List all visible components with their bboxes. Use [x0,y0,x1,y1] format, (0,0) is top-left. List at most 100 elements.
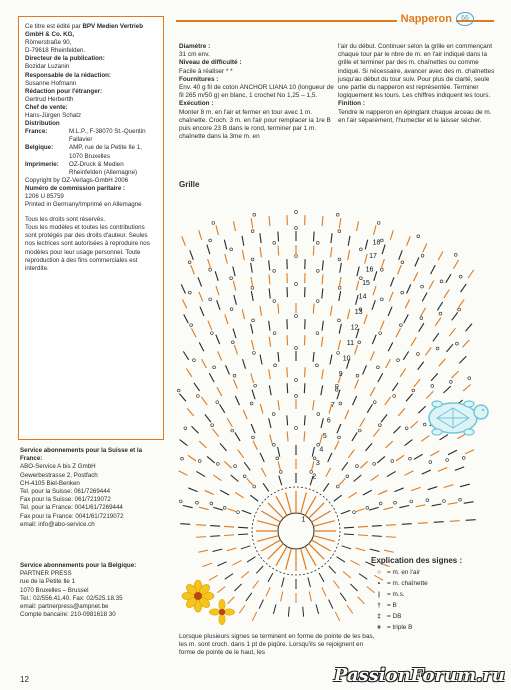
chart-stitch [350,583,358,592]
chart-stitch [393,425,401,434]
imprint-intro: Ce titre est édité par [25,23,81,30]
chart-stitch [357,534,368,537]
chart-stitch [242,358,247,369]
chart-stitch [246,478,254,487]
chart-chain [420,253,425,258]
chart-stitch [215,285,220,296]
chart-chain [454,253,458,257]
chart-stitch [451,370,459,379]
chart-stitch [372,225,377,236]
chart-stitch [338,291,342,302]
chart-stitch [217,351,223,361]
chart-stitch [224,253,228,264]
imprint-commission-number: 1206 U 85759 [25,192,64,200]
round-number: 12 [351,325,359,332]
chart-stitch [345,358,350,369]
chart-chain [337,229,342,233]
chart-chain [337,286,342,290]
imprint-rights-2: Tous les modèles et toutes les contribut… [25,224,150,272]
chart-stitch [343,533,354,536]
chart-stitch [447,501,458,505]
round-number: 10 [343,356,351,363]
chart-stitch [354,508,365,513]
chart-stitch [439,434,449,441]
round-number: 17 [369,253,377,260]
chart-chain [294,394,298,398]
chart-stitch [241,249,245,260]
chart-stitch [179,439,188,447]
chart-stitch [453,259,460,269]
chart-chain [430,384,434,388]
chart-stitch [275,546,288,566]
chart-stitch [336,423,342,434]
service-ch-line: Gewerbestrasse 2, Postfach [20,471,98,479]
chart-stitch [430,265,436,275]
chart-stitch [242,409,248,420]
chart-stitch [232,221,236,232]
chart-stitch [308,543,325,560]
chart-stitch [287,606,290,617]
chart-stitch [374,574,384,581]
round-number: 14 [359,294,367,301]
chart-chain [355,374,360,378]
chart-chain [188,290,192,295]
chart-chain [380,297,384,302]
chart-stitch [465,323,473,332]
chart-stitch [198,291,204,302]
chart-chain [376,365,380,370]
chart-stitch [406,284,412,294]
chart-stitch [250,262,253,273]
chart-stitch [350,559,360,566]
chart-stitch [437,250,444,261]
chart-chain [378,331,382,335]
chart-stitch [255,565,264,574]
chart-stitch [308,591,312,602]
chart-stitch [428,280,435,290]
chart-stitch [199,306,205,317]
chart-chain [249,401,254,406]
chart-stitch [357,525,368,528]
diameter-value: 31 cm env. [179,51,210,59]
chart-stitch [312,231,315,242]
imprint-red-name: Susanne Hofmann [25,79,77,87]
chart-stitch [259,403,264,414]
chart-stitch [210,535,221,537]
chart-chain [253,383,257,388]
chart-chain [236,510,240,514]
chart-chain [316,412,320,416]
chart-stitch [259,354,263,365]
chart-chain [404,426,409,430]
chart-stitch [286,431,289,442]
service-ch-line: Fax pour la Suisse: 061/7219072 [20,496,111,504]
round-number: 6 [327,418,331,425]
chart-stitch [268,369,271,380]
service-be-line: PARTNER PRESS [20,570,72,578]
chart-stitch [443,484,454,489]
round-number: 13 [355,309,363,316]
note-text: Lorsque plusieurs signes se terminent en… [179,633,375,657]
chart-stitch [410,337,417,347]
chart-chain [358,428,362,433]
chart-stitch [207,320,213,331]
chart-chain [359,247,363,252]
chart-stitch [190,328,197,338]
chart-center-ring [277,512,315,550]
chart-stitch [240,545,251,550]
chart-stitch [373,271,378,281]
chart-stitch [446,343,454,353]
chart-stitch [196,536,207,538]
chart-stitch [198,440,207,449]
chart-stitch [320,336,324,347]
chart-stitch [189,250,194,260]
chart-stitch [348,491,358,499]
chart-stitch [302,606,305,617]
execution-label: Exécution : [179,100,214,108]
chart-stitch [385,524,396,526]
chart-stitch [451,311,459,321]
chart-stitch [241,570,250,579]
chart-chain [272,331,277,335]
chart-stitch [224,534,235,537]
legend-title: Explication des signes : [371,556,463,565]
chart-stitch [212,428,220,437]
section-header: Napperon 66 [176,12,494,37]
